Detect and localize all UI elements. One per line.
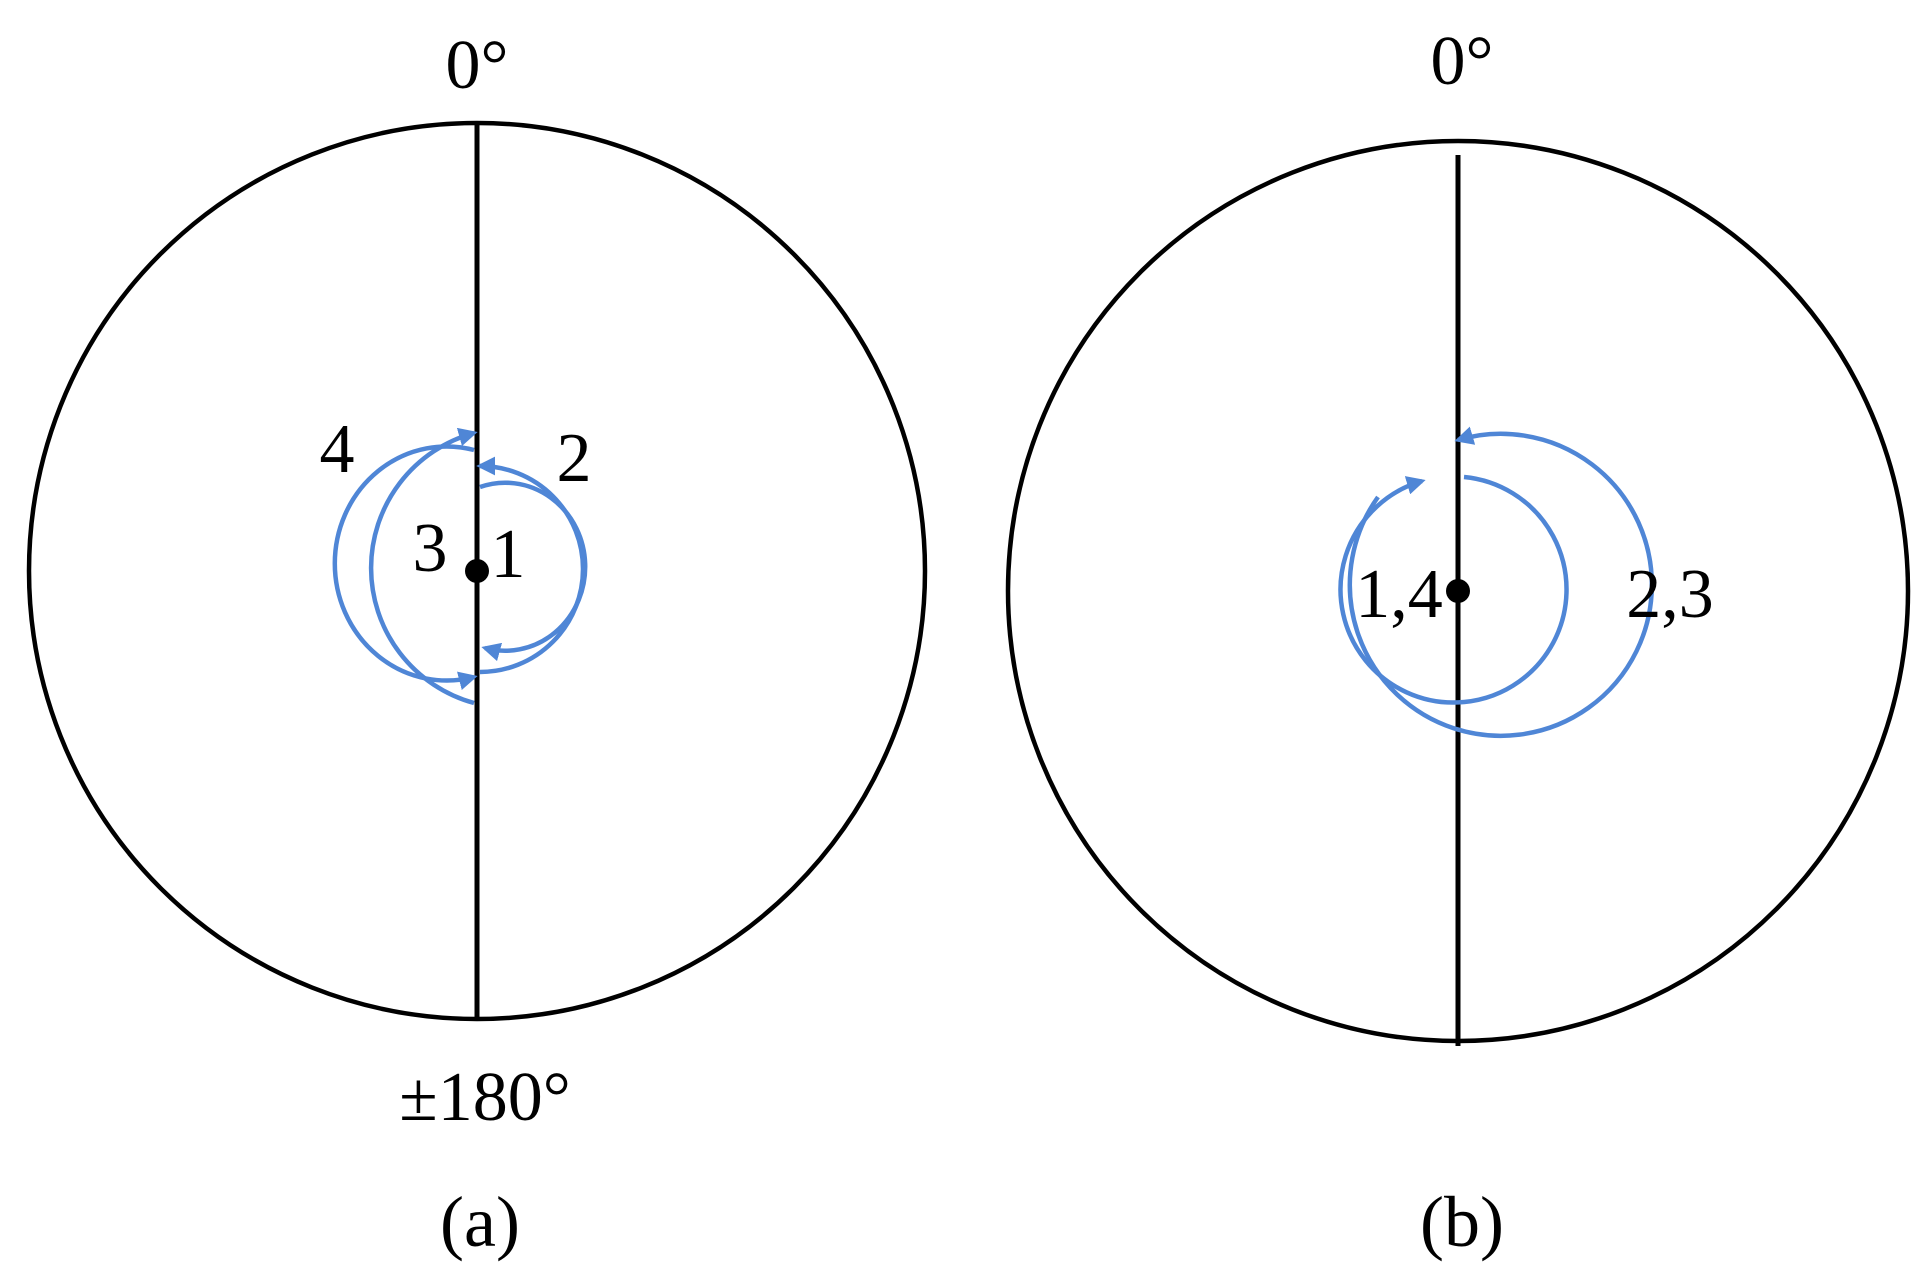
panel-a-label-top: 0° <box>446 27 509 104</box>
panel-a-loop-label-1: 1 <box>491 516 526 593</box>
panel-b-loop-label-1-4: 1,4 <box>1355 556 1443 633</box>
panel-a-loop-label-2: 2 <box>557 420 592 497</box>
panel-b-outer-loop <box>1347 426 1655 738</box>
panel-a-loop-4 <box>368 427 478 706</box>
panel-b-label-top: 0° <box>1431 23 1494 100</box>
panel-b-inner-loop <box>1338 474 1569 705</box>
panel-b-caption: (b) <box>1420 1182 1504 1262</box>
panel-b-loop-label-2-3: 2,3 <box>1626 556 1714 633</box>
panel-a-label-bottom: ±180° <box>399 1059 570 1136</box>
panel-b: 0° (b) 1,4 2,3 <box>1005 23 1911 1262</box>
panel-a-center-dot <box>465 559 489 583</box>
panel-a-caption: (a) <box>440 1182 520 1262</box>
panel-b-center-dot <box>1446 579 1470 603</box>
panel-a: 0° ±180° (a) 1 2 3 4 <box>26 27 928 1262</box>
panel-a-loop-label-3: 3 <box>413 510 448 587</box>
panel-a-loop-2 <box>476 456 586 675</box>
panel-a-loop-label-4: 4 <box>320 411 355 488</box>
panel-a-loop-3 <box>332 444 478 690</box>
